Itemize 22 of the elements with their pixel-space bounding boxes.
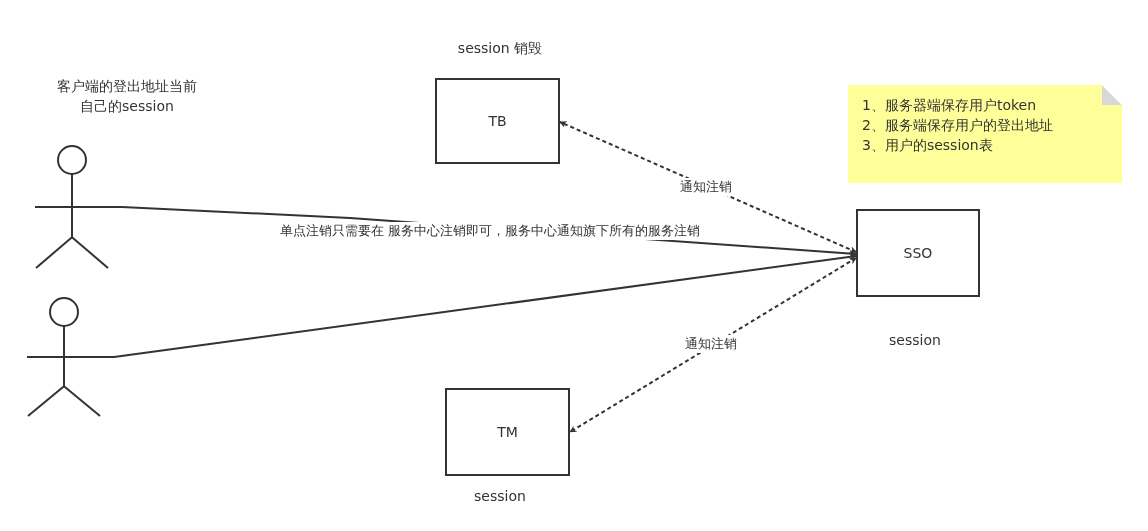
note-card (848, 85, 1122, 183)
edge-label: 单点注销只需要在 服务中心注销即可，服务中心通知旗下所有的服务注销 (278, 222, 702, 240)
note-text: 2、服务端保存用户的登出地址 (862, 116, 1054, 135)
dashed-arrow (569, 257, 857, 433)
service-box (445, 388, 570, 476)
box-label: SSO (903, 245, 933, 261)
actor-figure (34, 144, 122, 270)
box-label: TM (497, 424, 518, 440)
note-text: 3、用户的session表 (862, 136, 994, 155)
note-text: 1、服务器端保存用户token (862, 96, 1038, 115)
caption-text: session 销毁 (456, 39, 544, 58)
dashed-arrow (559, 121, 857, 253)
service-box (856, 209, 980, 297)
service-box (435, 78, 560, 164)
caption-text: 客户端的登出地址当前自己的session (56, 77, 198, 116)
caption-text: session (888, 331, 942, 350)
box-label: TB (488, 113, 507, 129)
caption-text: session (473, 487, 527, 506)
actor-figure (26, 296, 114, 418)
edge-label: 通知注销 (684, 335, 738, 353)
edge-label: 通知注销 (679, 178, 733, 196)
arrow (113, 253, 857, 358)
